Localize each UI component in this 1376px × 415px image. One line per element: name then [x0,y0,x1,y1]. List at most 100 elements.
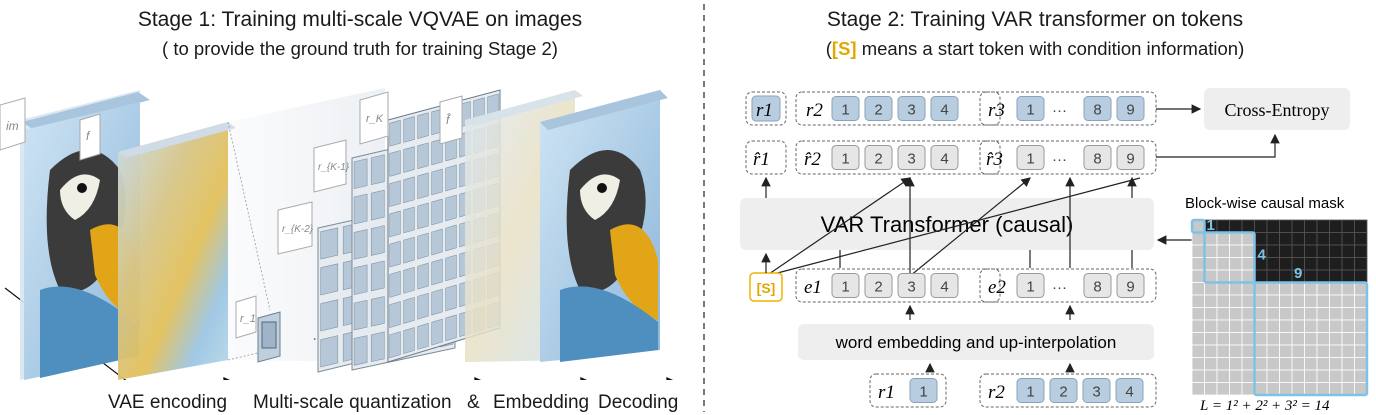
token-cell [831,273,860,298]
mask-cell [1291,369,1305,383]
token-label: 3 [907,279,915,296]
mask-cell [1229,369,1243,383]
mask-cell [1204,357,1218,371]
mask-cell [1354,294,1368,308]
mask-cell [1241,269,1255,283]
quant-cell [445,194,457,222]
mask-cell [1241,307,1255,321]
mask-cell [1316,244,1330,258]
mask-cell [1341,332,1355,346]
quant-cell [431,168,443,196]
mask-cell [1279,369,1293,383]
quant-cell [417,262,429,290]
mask-cell [1191,357,1205,371]
mask-cell [1291,307,1305,321]
mask-cell [1241,282,1255,296]
mask-cell [1254,307,1268,321]
stage-divider [703,4,705,412]
token-cell [1116,96,1145,121]
arrow-to-ce-bottom [1156,133,1280,158]
mask-cell [1341,232,1355,246]
mask-cell [1241,294,1255,308]
mask-cell [1341,344,1355,358]
mask-cell [1266,269,1280,283]
mask-cell [1254,232,1268,246]
token-cell [1083,145,1112,170]
mask-cell [1204,282,1218,296]
mask-cell [1341,244,1355,258]
label-multiscale-quantization: Multi-scale quantization [253,392,452,413]
mask-cell [1254,282,1268,296]
quant-cell [417,232,429,260]
target-r2-label: r2 [806,100,823,121]
mask-cell [1291,219,1305,233]
mask-block-1 [1190,218,1206,234]
mask-cell [1304,257,1318,271]
mask-cell [1354,282,1368,296]
label-vae-encoding: VAE encoding [108,392,228,413]
token-label: 3 [907,151,915,168]
token-cell [1016,273,1045,298]
mask-cell [1354,269,1368,283]
mask-cell [1329,269,1343,283]
mask-cell [1229,269,1243,283]
mask-cell [1191,269,1205,283]
cross-entropy-label: Cross-Entropy [1225,100,1330,120]
quant-cell [389,150,401,177]
mask-cell [1329,232,1343,246]
token-cell [897,273,926,298]
mask-cell [1316,344,1330,358]
mask-block-label: 9 [1294,265,1302,282]
token-label: 3 [907,102,915,119]
quant-cell [431,318,443,346]
mask-cell [1229,244,1243,258]
token-cell [1116,273,1145,298]
quant-cell [370,331,385,363]
quant-cell [389,301,401,329]
token-cell [864,145,893,170]
mask-cell [1216,344,1230,358]
token-ellipsis: ··· [1052,279,1067,296]
causal-mask-grid: 149 [1190,217,1369,397]
mask-cell [1291,232,1305,246]
mask-cell [1241,369,1255,383]
token-cell [930,96,959,121]
mask-cell [1266,232,1280,246]
quant-cell [403,116,415,143]
mask-cell [1191,219,1205,233]
mask-cell [1266,382,1280,396]
label-embedding: Embedding [493,392,590,413]
mask-cell [1254,357,1268,371]
mask-cell [1291,344,1305,358]
mask-cell [1216,369,1230,383]
mask-cell [1304,369,1318,383]
plane-tag-rK: r_K [359,91,389,145]
start-token-label: [S] [757,280,776,296]
mask-cell [1216,294,1230,308]
mask-cell [1191,307,1205,321]
token-label: 9 [1126,151,1134,168]
mask-cell [1341,219,1355,233]
mask-cell [1204,269,1218,283]
mask-cell [1254,269,1268,283]
output-image-plane [540,90,668,362]
mask-cell [1304,344,1318,358]
mask-cell [1216,269,1230,283]
svg-text:r_{K-2}: r_{K-2} [282,224,314,235]
mask-cell [1316,232,1330,246]
mask-cell [1341,382,1355,396]
target-group-r3 [979,91,1157,126]
mask-cell [1304,269,1318,283]
token-label: 4 [940,102,948,119]
mask-cell [1254,332,1268,346]
mask-cell [1229,357,1243,371]
token-cell [831,145,860,170]
mask-cell [1204,382,1218,396]
mask-cell [1341,357,1355,371]
svg-text:im: im [6,119,19,133]
quant-cell [389,270,401,298]
mask-cell [1216,319,1230,333]
mask-cell [1316,257,1330,271]
plane-tag-im: im [0,97,26,151]
quant-cell [389,240,401,268]
